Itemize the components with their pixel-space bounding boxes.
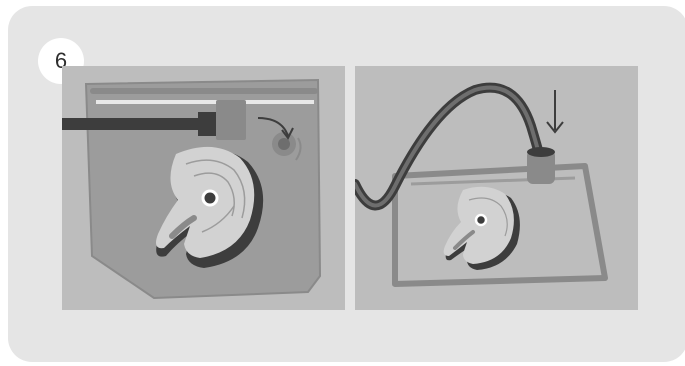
seal-strip-bottom	[96, 100, 314, 104]
panel-hose-attach	[355, 66, 638, 310]
seal-strip-top	[90, 88, 318, 94]
connector-rim	[527, 147, 555, 157]
nozzle-clip	[216, 100, 246, 140]
vacuum-bag-hose-icon	[355, 66, 638, 310]
hose-nozzle	[198, 112, 218, 136]
vacuum-sealer-port-icon	[62, 66, 345, 310]
panel-seal-valve	[62, 66, 345, 310]
